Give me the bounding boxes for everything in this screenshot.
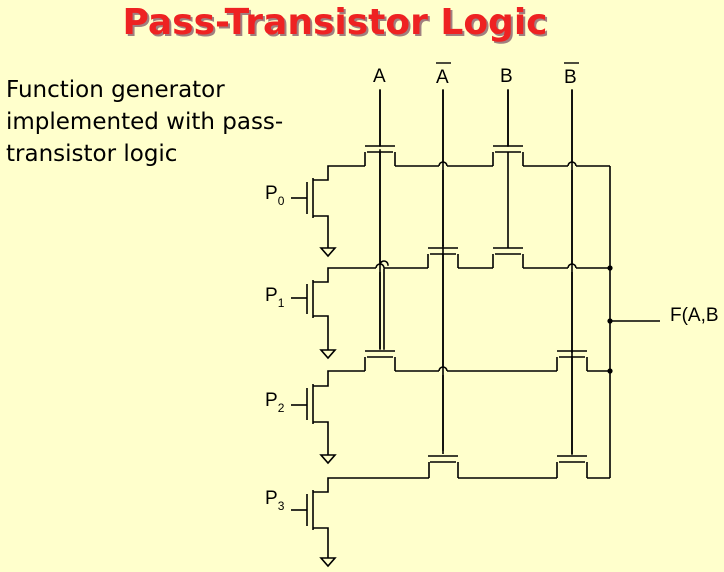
output-label: F(A,B [670, 305, 719, 326]
label-a: A [373, 66, 386, 87]
select-labels: P0 P1 P2 P3 [265, 183, 285, 513]
select-transistor-p0 [291, 165, 365, 258]
input-line-a [379, 89, 389, 350]
pass-transistor-row1-a-bar [427, 247, 459, 268]
label-p0: P0 [265, 183, 285, 208]
label-p3: P3 [265, 488, 285, 513]
pass-transistor-row3-b-bar [556, 455, 588, 478]
select-transistor-p3 [291, 477, 429, 568]
pass-transistor-row2-b-bar [556, 350, 588, 371]
slide-title: Pass-Transistor Logic [122, 2, 548, 43]
pass-transistor-row2-a [364, 350, 396, 371]
input-labels: A A B B [373, 62, 579, 88]
label-p1: P1 [265, 285, 285, 310]
select-transistor-p2 [291, 370, 365, 465]
pass-transistor-row3-a-bar [428, 455, 459, 478]
label-b-bar: B [564, 67, 577, 88]
slide-description: Function generator implemented with pass… [6, 77, 284, 167]
pass-transistor-row1-b [492, 247, 524, 268]
pass-transistor-row0-a [364, 145, 396, 166]
select-transistor-p1 [291, 267, 376, 360]
label-p2: P2 [265, 390, 285, 415]
pass-transistor-row0-b [492, 145, 524, 166]
label-a-bar: A [436, 67, 449, 88]
label-b: B [500, 66, 513, 87]
